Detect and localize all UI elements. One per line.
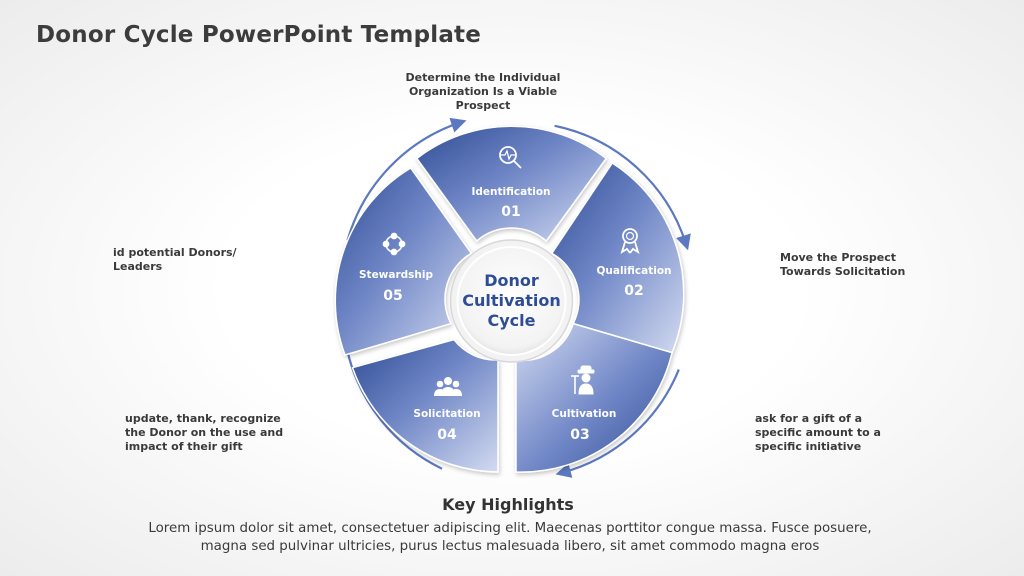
key-highlights-line: magna sed pulvinar ultricies, purus lect… xyxy=(200,539,820,554)
segment-cultivation[interactable] xyxy=(515,322,673,473)
note-line: Prospect xyxy=(455,99,511,112)
segment-number: 05 xyxy=(383,288,402,304)
note-line: specific initiative xyxy=(755,440,862,453)
segment-label: Identification xyxy=(471,186,550,198)
cycle-segments xyxy=(334,125,685,473)
segment-number: 02 xyxy=(624,283,643,299)
note-line: the Donor on the use and xyxy=(125,426,284,439)
note-line: update, thank, recognize xyxy=(125,412,281,425)
note-line: Move the Prospect xyxy=(780,251,897,264)
segment-label: Stewardship xyxy=(359,269,434,281)
segment-identification[interactable] xyxy=(415,125,608,243)
key-highlights-line: Lorem ipsum dolor sit amet, consectetuer… xyxy=(148,521,872,536)
center-circle xyxy=(456,246,567,356)
segment-number: 01 xyxy=(501,204,520,220)
segment-label: Qualification xyxy=(596,265,671,277)
segment-number: 03 xyxy=(570,427,589,443)
center-title-line: Cycle xyxy=(488,311,536,330)
note-cultivation: ask for a gift of a specific amount to a… xyxy=(755,412,935,454)
center-title-line: Cultivation xyxy=(462,291,561,310)
segment-label: Solicitation xyxy=(413,408,480,420)
key-highlights-title: Key Highlights xyxy=(442,495,574,514)
arrow-to-cultivation xyxy=(555,369,680,478)
segment-qualification[interactable] xyxy=(550,161,685,354)
cycle-dots-icon xyxy=(382,232,406,256)
farmer-rake-icon xyxy=(571,365,595,395)
arrow-to-qualification xyxy=(554,124,691,251)
note-line: Towards Solicitation xyxy=(780,265,906,278)
note-line: Determine the Individual xyxy=(405,71,561,84)
arrow-to-identification xyxy=(346,117,467,241)
note-line: ask for a gift of a xyxy=(755,412,863,425)
note-stewardship: id potential Donors/ Leaders xyxy=(113,246,293,274)
note-line: Organization Is a Viable xyxy=(408,85,558,98)
note-solicitation: update, thank, recognize the Donor on th… xyxy=(125,412,325,454)
segment-stewardship[interactable] xyxy=(334,167,473,356)
page-title: Donor Cycle PowerPoint Template xyxy=(36,22,482,48)
people-group-icon xyxy=(434,377,462,396)
note-line: specific amount to a xyxy=(755,426,881,439)
note-line: impact of their gift xyxy=(125,440,243,453)
award-ribbon-icon xyxy=(620,228,640,254)
note-qualification: Move the Prospect Towards Solicitation xyxy=(780,251,960,279)
note-line: id potential Donors/ xyxy=(113,246,237,259)
center-title-line: Donor xyxy=(484,271,539,290)
segment-solicitation[interactable] xyxy=(351,338,499,473)
note-line: Leaders xyxy=(113,260,163,273)
segment-label: Cultivation xyxy=(552,408,617,420)
note-identification: Determine the Individual Organization Is… xyxy=(400,71,566,113)
magnifier-pulse-icon xyxy=(499,146,522,169)
key-highlights-body: Lorem ipsum dolor sit amet, consectetuer… xyxy=(60,520,960,556)
segment-number: 04 xyxy=(437,427,457,443)
